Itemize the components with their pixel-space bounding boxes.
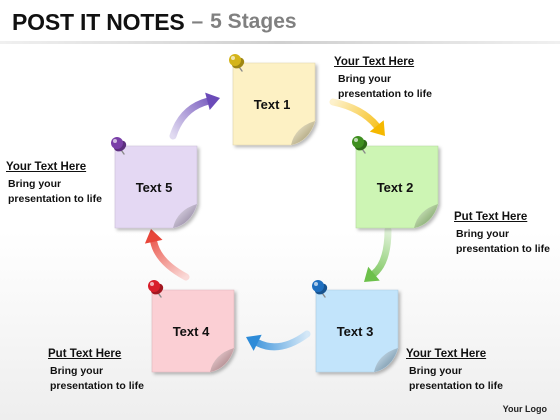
title-divider xyxy=(0,41,560,44)
note-label: Text 1 xyxy=(254,97,291,112)
flow-arrow-4 xyxy=(144,229,190,281)
callout-2: Put Text Here Bring your presentation to… xyxy=(454,210,550,257)
title-main: POST IT NOTES xyxy=(12,8,185,35)
sticky-note-4 xyxy=(151,289,235,373)
callout-heading: Put Text Here xyxy=(454,211,528,223)
callout-body-line: presentation to life xyxy=(8,193,102,205)
pushpin-icon xyxy=(111,137,127,155)
note-curl xyxy=(374,348,398,372)
callout-body-line: presentation to life xyxy=(456,243,550,255)
callout-heading: Your Text Here xyxy=(406,348,487,360)
flow-arrow-1 xyxy=(329,98,385,136)
callout-heading: Your Text Here xyxy=(6,161,87,173)
callout-heading: Put Text Here xyxy=(48,348,122,360)
sticky-notes: Text 1 Text 2 Text 3 Text 4 Text 5 xyxy=(111,54,439,373)
note-label: Text 2 xyxy=(377,180,414,195)
title-subtitle: 5 Stages xyxy=(210,10,297,33)
pushpin-icon xyxy=(312,280,328,298)
note-label: Text 4 xyxy=(173,324,210,339)
title-separator: – xyxy=(191,10,204,33)
callout-body-line: presentation to life xyxy=(50,380,144,392)
sticky-note-2 xyxy=(355,145,439,229)
note-curl xyxy=(291,121,315,145)
note-curl xyxy=(414,204,438,228)
pushpin-icon xyxy=(148,280,164,298)
callout-heading: Your Text Here xyxy=(334,56,415,68)
flow-arrow-3 xyxy=(246,330,311,351)
sticky-note-5 xyxy=(114,145,198,229)
callout-body-line: Bring your xyxy=(409,365,463,377)
flow-arrow-5 xyxy=(169,92,220,140)
cycle-arrows xyxy=(144,92,392,351)
logo-placeholder: Your Logo xyxy=(502,404,547,414)
note-curl xyxy=(173,204,197,228)
callout-4: Put Text Here Bring your presentation to… xyxy=(48,347,144,394)
callout-body-line: presentation to life xyxy=(409,380,503,392)
pushpin-icon xyxy=(229,54,245,72)
callout-body-line: presentation to life xyxy=(338,88,432,100)
note-label: Text 3 xyxy=(337,324,374,339)
note-curl xyxy=(210,348,234,372)
note-label: Text 5 xyxy=(136,180,173,195)
sticky-note-1 xyxy=(232,62,316,146)
callout-body-line: Bring your xyxy=(8,178,62,190)
callout-3: Your Text Here Bring your presentation t… xyxy=(406,347,503,394)
sticky-note-3 xyxy=(315,289,399,373)
flow-arrow-2 xyxy=(364,226,392,282)
callout-body-line: Bring your xyxy=(338,73,392,85)
callout-1: Your Text Here Bring your presentation t… xyxy=(334,55,432,102)
callout-5: Your Text Here Bring your presentation t… xyxy=(6,160,102,207)
callout-body-line: Bring your xyxy=(50,365,104,377)
pushpin-icon xyxy=(352,136,368,154)
slide-title: POST IT NOTES – 5 Stages xyxy=(12,2,297,42)
callout-body-line: Bring your xyxy=(456,228,510,240)
